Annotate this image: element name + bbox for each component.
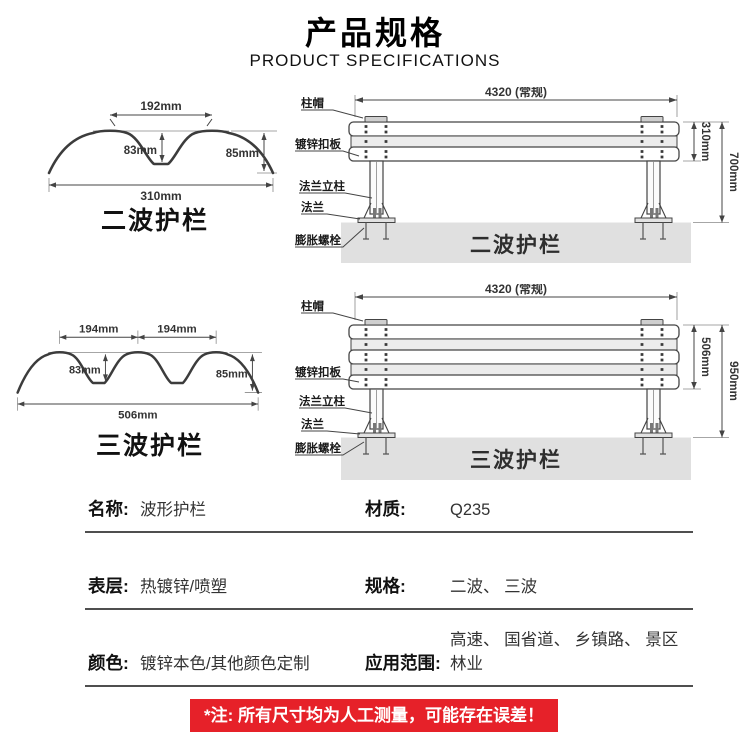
svg-text:310mm: 310mm [140,189,181,203]
svg-text:85mm: 85mm [226,148,259,160]
callout-buckle-plate: 镀锌扣板 [295,365,360,383]
spec-row-surface-spec: 表层: 热镀锌/喷塑 规格: 二波、 三波 [85,533,693,610]
callout-post-cap: 柱帽 [301,299,364,322]
spec-label-material: 材质: [365,499,406,519]
svg-text:膨胀螺栓: 膨胀螺栓 [294,441,341,455]
spec-table: 名称: 波形护栏 材质: Q235 表层: 热镀锌/喷塑 规格: 二波、 三波 … [85,456,693,687]
three-wave-side-label: 三波护栏 [470,448,562,472]
spec-label-spec: 规格: [365,576,406,596]
svg-text:镀锌扣板: 镀锌扣板 [295,137,341,151]
callout-flange-post: 法兰立柱 [299,179,373,199]
svg-text:法兰立柱: 法兰立柱 [299,179,345,193]
guardrail-beam [348,324,680,390]
two-wave-profile-curve [47,129,275,175]
dim-4320: 4320 (常规) [354,87,678,117]
svg-text:310mm: 310mm [699,122,711,162]
guardrail-beam [348,121,680,162]
svg-text:膨胀螺栓: 膨胀螺栓 [294,233,341,247]
spec-value-spec: 二波、 三波 [450,578,538,596]
ground-concrete [341,222,691,263]
svg-text:法兰立柱: 法兰立柱 [299,394,345,408]
spec-value-color: 镀锌本色/其他颜色定制 [140,655,310,673]
svg-text:柱帽: 柱帽 [301,96,324,110]
svg-text:194mm: 194mm [79,323,118,335]
callout-flange: 法兰 [301,417,361,435]
left-post-assembly [357,319,396,455]
three-wave-profile-label: 三波护栏 [95,432,204,460]
dim-310mm: 310mm [48,178,274,203]
three-wave-profile-curve [16,351,260,394]
two-wave-profile-diagram: 192mm 83mm 85mm 310mm [47,99,277,203]
spec-row-name-material: 名称: 波形护栏 材质: Q235 [85,456,693,533]
callout-expansion-bolt: 膨胀螺栓 [294,227,365,248]
three-wave-profile-diagram: 194mm 194mm 83mm 85mm 506mm [16,323,262,421]
two-wave-side-diagram: 4320 (常规) [294,87,739,263]
spec-label-application: 应用范围: [365,653,441,673]
svg-text:700mm: 700mm [727,152,739,192]
dim-192mm: 192mm [109,99,213,127]
right-post-assembly [634,319,673,455]
callout-expansion-bolt: 膨胀螺栓 [294,441,365,456]
spec-value-material: Q235 [450,501,491,519]
callout-flange: 法兰 [301,200,361,220]
svg-text:柱帽: 柱帽 [301,299,324,313]
dim-4320: 4320 (常规) [354,284,678,320]
page-title: 产品规格 [304,15,445,51]
page-subtitle: PRODUCT SPECIFICATIONS [249,51,501,70]
spec-value-application: 高速、 国省道、 乡镇路、 景区林业 [450,631,679,673]
dim-506mm: 506mm [17,397,259,421]
right-post-assembly [634,116,673,240]
spec-row-color-application: 颜色: 镀锌本色/其他颜色定制 应用范围: 高速、 国省道、 乡镇路、 景区林业 [85,610,693,687]
spec-value-surface: 热镀锌/喷塑 [140,578,228,596]
svg-text:506mm: 506mm [699,337,711,377]
svg-text:4320 (常规): 4320 (常规) [485,87,547,99]
callout-buckle-plate: 镀锌扣板 [295,137,360,157]
spec-value-name: 波形护栏 [140,501,206,519]
spec-label-surface: 表层: [88,576,129,596]
svg-text:950mm: 950mm [727,361,739,401]
spec-label-name: 名称: [88,499,129,519]
dim-total-height: 700mm [693,121,739,223]
ground-concrete [341,437,691,480]
dim-85mm: 85mm [226,133,267,171]
dim-beam-height: 310mm [683,121,711,162]
callout-flange-post: 法兰立柱 [299,394,373,414]
svg-text:192mm: 192mm [140,99,181,113]
svg-text:镀锌扣板: 镀锌扣板 [295,365,341,379]
svg-text:法兰: 法兰 [301,417,324,431]
dim-83mm: 83mm [124,133,165,162]
svg-text:506mm: 506mm [118,409,157,421]
svg-text:法兰: 法兰 [301,200,324,214]
dim-beam-height: 506mm [683,324,711,390]
callout-post-cap: 柱帽 [301,96,364,119]
three-wave-side-diagram: 4320 (常规) [294,284,739,480]
dim-194mm-right: 194mm [137,323,217,340]
two-wave-side-label: 二波护栏 [470,233,562,257]
svg-text:4320 (常规): 4320 (常规) [485,284,547,296]
svg-text:83mm: 83mm [69,364,101,376]
dim-194mm-left: 194mm [59,323,217,344]
spec-label-color: 颜色: [88,653,129,673]
dim-83mm: 83mm [69,354,108,382]
dim-total-height: 950mm [693,324,739,438]
svg-text:85mm: 85mm [216,368,248,380]
two-wave-profile-label: 二波护栏 [100,207,209,235]
svg-text:83mm: 83mm [124,145,157,157]
measurement-note: *注: 所有尺寸均为人工测量，可能存在误差！ [190,699,558,732]
left-post-assembly [357,116,396,240]
svg-text:194mm: 194mm [157,323,196,335]
dim-85mm: 85mm [216,354,255,391]
